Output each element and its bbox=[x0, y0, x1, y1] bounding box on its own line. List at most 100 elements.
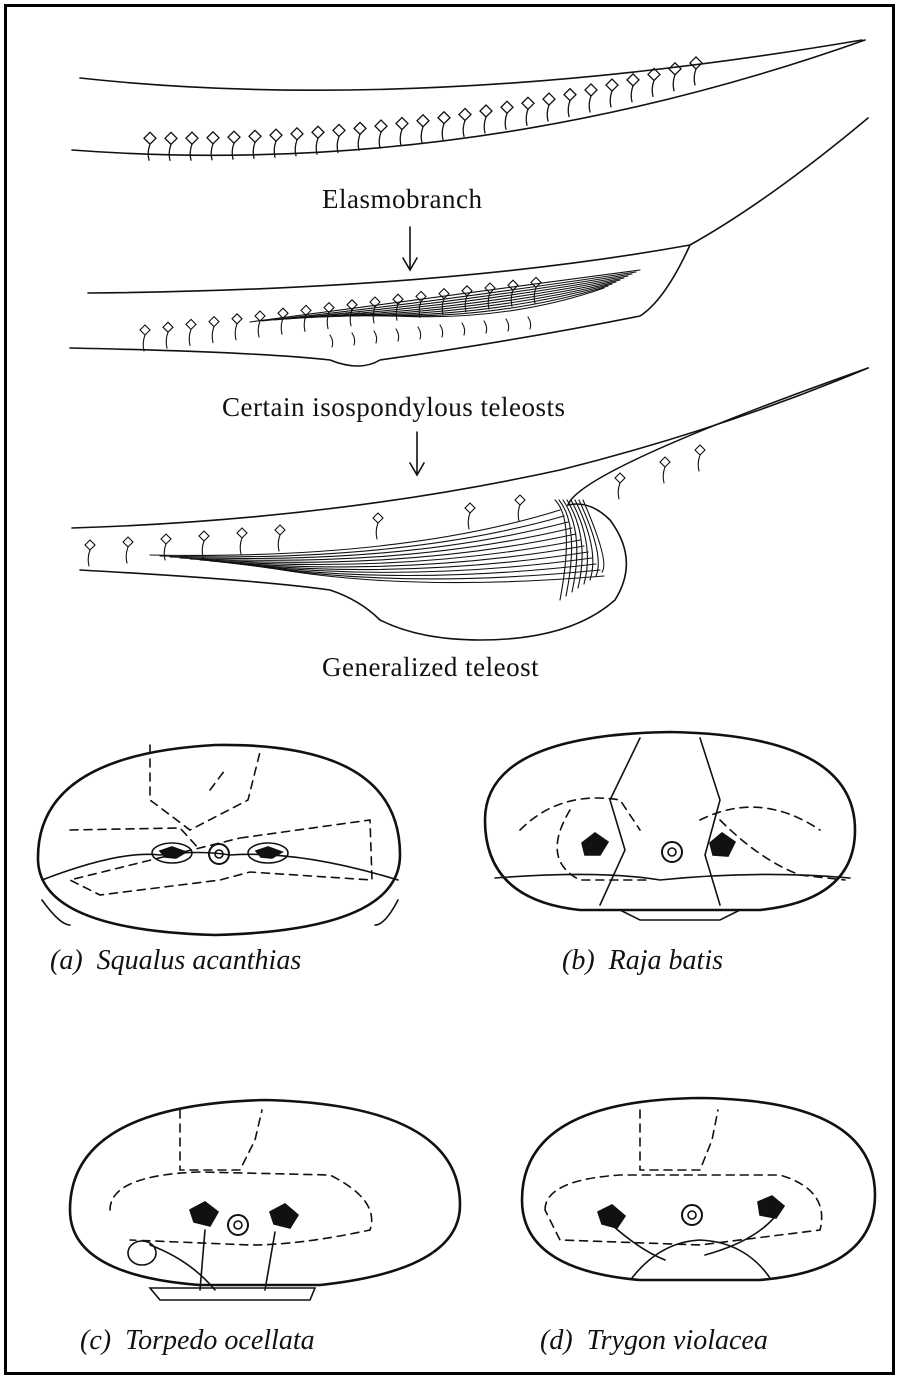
electroplax-stroke bbox=[374, 331, 377, 343]
neuron-cell bbox=[690, 57, 702, 69]
neuron-cell-axon bbox=[212, 327, 214, 343]
neuron-cell-axon bbox=[505, 113, 507, 129]
elasmobranch-diagram bbox=[72, 40, 865, 160]
nerve-fibre bbox=[250, 270, 640, 322]
neuron-cell bbox=[462, 286, 472, 296]
neuron-cell-axon bbox=[694, 69, 696, 85]
neuron-cell-axon bbox=[190, 144, 192, 160]
stage-label-isospondylous: Certain isospondylous teleosts bbox=[222, 392, 565, 423]
neuron-cell bbox=[606, 79, 618, 91]
caption-b-species: Raja batis bbox=[609, 945, 723, 976]
neuron-cell-axon bbox=[379, 132, 381, 148]
neuron-cell bbox=[291, 128, 303, 140]
neuron-cell bbox=[249, 130, 261, 142]
neuron-cell-axon bbox=[235, 324, 237, 340]
electroplax-stroke bbox=[462, 323, 465, 335]
electroplax-stroke bbox=[418, 327, 421, 339]
neuron-cell bbox=[207, 132, 219, 144]
caption-d-species: Trygon violacea bbox=[587, 1325, 768, 1356]
neuron-cell bbox=[255, 311, 265, 321]
neuron-cell-axon bbox=[568, 101, 570, 117]
section-c-torpedo bbox=[70, 1100, 460, 1300]
neuron-cell-axon bbox=[376, 523, 378, 539]
neuron-cell-axon bbox=[189, 329, 191, 345]
neuron-cell-axon bbox=[166, 332, 168, 348]
neuron-cell bbox=[232, 314, 242, 324]
neuron-cell bbox=[312, 126, 324, 138]
nerve-fibre bbox=[150, 510, 560, 555]
nerve-fibre bbox=[262, 272, 636, 321]
neuron-cell bbox=[275, 525, 285, 535]
down-arrow-icon bbox=[403, 227, 417, 270]
neuron-cell bbox=[465, 503, 475, 513]
caption-b: (b) Raja batis bbox=[562, 945, 723, 977]
neuron-cell bbox=[564, 89, 576, 101]
caption-a-letter: (a) bbox=[50, 945, 83, 976]
neuron-cell bbox=[627, 74, 639, 86]
neuron-cell-axon bbox=[211, 144, 213, 160]
neuron-cell bbox=[186, 319, 196, 329]
neuron-cell-axon bbox=[258, 321, 260, 337]
electroplax-stroke bbox=[396, 329, 399, 341]
neuron-cell-axon bbox=[463, 120, 465, 136]
neuron-cell-axon bbox=[421, 127, 423, 143]
section-a-squalus bbox=[38, 745, 400, 935]
caption-b-letter: (b) bbox=[562, 945, 595, 976]
neuron-cell-axon bbox=[652, 80, 654, 96]
caption-d-letter: (d) bbox=[540, 1325, 573, 1356]
neuron-cell bbox=[396, 118, 408, 130]
electroplax-stroke bbox=[352, 333, 355, 345]
neuron-cell-axon bbox=[484, 117, 486, 133]
caption-c-species: Torpedo ocellata bbox=[125, 1325, 315, 1356]
neuron-cell bbox=[144, 132, 156, 144]
neuron-cell-axon bbox=[164, 544, 166, 560]
neuron-cell-axon bbox=[468, 513, 470, 529]
section-b-raja bbox=[485, 732, 855, 920]
caption-c-letter: (c) bbox=[80, 1325, 111, 1356]
neuron-cell-axon bbox=[698, 455, 700, 471]
electroplax-stroke bbox=[330, 335, 333, 347]
electroplax-stroke bbox=[440, 325, 443, 337]
neuron-cell bbox=[485, 283, 495, 293]
neuron-cell bbox=[354, 122, 366, 134]
neuron-cell-axon bbox=[148, 144, 150, 160]
neuron-cell-axon bbox=[400, 130, 402, 146]
neuron-cell bbox=[333, 124, 345, 136]
neuron-cell bbox=[438, 112, 450, 124]
stage-label-generalized-teleost: Generalized teleost bbox=[322, 652, 539, 683]
stage-label-elasmobranch: Elasmobranch bbox=[322, 184, 482, 215]
neuron-cell-axon bbox=[442, 124, 444, 140]
neuron-cell bbox=[375, 120, 387, 132]
neuron-cell bbox=[417, 115, 429, 127]
neuron-cell bbox=[140, 325, 150, 335]
neuron-cell-axon bbox=[143, 335, 145, 351]
neuron-cell-axon bbox=[169, 144, 171, 160]
neuron-cell-axon bbox=[88, 550, 90, 566]
neuron-cell-axon bbox=[547, 105, 549, 121]
electroplax-stroke bbox=[528, 317, 531, 329]
neuron-cell bbox=[373, 513, 383, 523]
neuron-cell bbox=[480, 105, 492, 117]
neuron-cell bbox=[123, 537, 133, 547]
neuron-cell-axon bbox=[396, 304, 398, 320]
down-arrow-icon bbox=[410, 432, 424, 475]
neuron-cell-axon bbox=[126, 547, 128, 563]
neuron-cell bbox=[165, 132, 177, 144]
neuron-cell bbox=[615, 473, 625, 483]
neuron-cell bbox=[199, 531, 209, 541]
neuron-cell bbox=[543, 93, 555, 105]
neuron-cell-axon bbox=[663, 467, 665, 483]
neuron-cell-axon bbox=[240, 538, 242, 554]
nerve-fibre bbox=[170, 522, 568, 559]
neuron-cell-axon bbox=[202, 541, 204, 557]
neuron-cell-axon bbox=[253, 142, 255, 158]
neuron-cell-axon bbox=[232, 143, 234, 159]
neuron-cell bbox=[228, 131, 240, 143]
neuron-cell-axon bbox=[526, 109, 528, 125]
neuron-cell bbox=[270, 129, 282, 141]
neuron-cell-axon bbox=[278, 535, 280, 551]
neuron-cell bbox=[85, 540, 95, 550]
neuron-cell bbox=[501, 101, 513, 113]
neuron-cell bbox=[585, 84, 597, 96]
neuron-cell-axon bbox=[673, 75, 675, 91]
